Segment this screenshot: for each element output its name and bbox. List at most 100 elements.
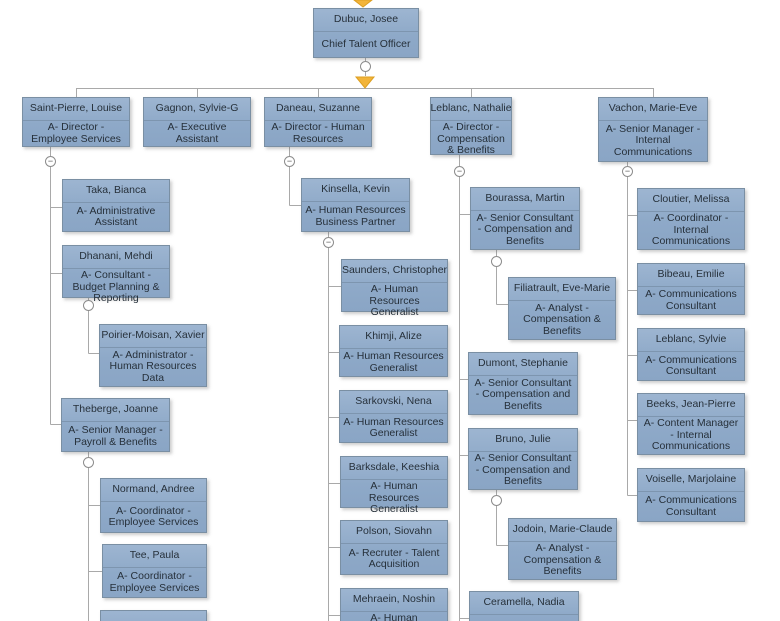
employee-name: Polson, Siovahn (341, 521, 447, 544)
employee-name: Poirier-Moisan, Xavier (100, 325, 206, 348)
org-node-partial-bottom-left[interactable] (100, 610, 207, 621)
employee-name: Mehraein, Noshin (341, 589, 447, 612)
employee-title: A- Coordinator - Internal Communications (651, 212, 731, 248)
org-node-daneau[interactable]: Daneau, Suzanne A- Director - Human Reso… (264, 97, 372, 147)
employee-title: A- Human Resources Generalist (368, 480, 420, 515)
employee-title: A- Recruter - Talent Acquisition (348, 546, 440, 570)
employee-title: A- Senior Manager - Internal Communicati… (605, 122, 701, 158)
employee-name: Gagnon, Sylvie-G (144, 98, 250, 121)
employee-title: A- Administrator - Human Resources Data (109, 348, 197, 384)
org-node-bourassa[interactable]: Bourassa, Martin A- Senior Consultant - … (470, 187, 580, 250)
org-node-saunders[interactable]: Saunders, Christopher A- Human Resources… (341, 259, 448, 318)
collapse-toggle-icon[interactable]: − (622, 166, 633, 177)
employee-name: Dumont, Stephanie (469, 353, 577, 376)
org-node-barksdale[interactable]: Barksdale, Keeshia A- Human Resources Ge… (340, 456, 448, 515)
employee-name: Khimji, Alize (340, 326, 447, 349)
org-node-sarkovski[interactable]: Sarkovski, Nena A- Human Resources Gener… (339, 390, 448, 443)
employee-name: Filiatrault, Eve-Marie (509, 278, 615, 301)
org-node-taka[interactable]: Taka, Bianca A- Administrative Assistant (62, 179, 170, 232)
employee-name: Dubuc, Josee (314, 9, 418, 32)
employee-name: Leblanc, Sylvie (638, 329, 744, 352)
employee-name: Bourassa, Martin (471, 188, 579, 211)
employee-title: A- Senior Consultant - Compensation and … (474, 376, 572, 412)
employee-name: Ceramella, Nadia (470, 592, 578, 615)
employee-title: A- Administrative Assistant (76, 204, 156, 228)
employee-name: Sarkovski, Nena (340, 391, 447, 414)
connector-dot-icon[interactable] (491, 256, 502, 267)
org-node-ceramella[interactable]: Ceramella, Nadia (469, 591, 579, 621)
employee-title: A- Human Resources (370, 612, 418, 621)
org-node-dhanani[interactable]: Dhanani, Mehdi A- Consultant - Budget Pl… (62, 245, 170, 304)
employee-title: A- Executive Assistant (167, 121, 227, 145)
employee-name: Daneau, Suzanne (265, 98, 371, 121)
arrow-down-icon (354, 76, 376, 89)
org-node-jodoin[interactable]: Jodoin, Marie-Claude A- Analyst - Compen… (508, 518, 617, 580)
org-node-leblanc-nathalie[interactable]: Leblanc, Nathalie A- Director - Compensa… (430, 97, 512, 156)
employee-title: A- Communications Consultant (645, 353, 737, 377)
org-node-saint-pierre[interactable]: Saint-Pierre, Louise A- Director - Emplo… (22, 97, 130, 147)
employee-name: Leblanc, Nathalie (431, 98, 511, 121)
org-node-kinsella[interactable]: Kinsella, Kevin A- Human Resources Busin… (301, 178, 410, 232)
employee-name: Saint-Pierre, Louise (23, 98, 129, 121)
employee-title: A- Coordinator - Employee Services (109, 570, 200, 594)
collapse-toggle-icon[interactable]: − (323, 237, 334, 248)
employee-name: Voiselle, Marjolaine (638, 469, 744, 492)
org-node-dubuc[interactable]: Dubuc, Josee Chief Talent Officer (313, 8, 419, 58)
employee-title: A- Director - Compensation & Benefits (437, 121, 505, 156)
employee-name: Tee, Paula (103, 545, 206, 568)
employee-title (470, 615, 578, 621)
org-node-vachon[interactable]: Vachon, Marie-Eve A- Senior Manager - In… (598, 97, 708, 162)
employee-title: A- Content Manager - Internal Communicat… (643, 417, 739, 453)
connector-dot-icon[interactable] (83, 300, 94, 311)
employee-title: A- Human Resources Generalist (369, 283, 420, 318)
employee-name: Barksdale, Keeshia (341, 457, 447, 480)
employee-title: A- Consultant - Budget Planning & Report… (72, 269, 160, 304)
org-node-theberge[interactable]: Theberge, Joanne A- Senior Manager - Pay… (61, 398, 170, 452)
employee-title: Chief Talent Officer (321, 37, 411, 50)
employee-name: Bruno, Julie (469, 429, 577, 452)
minus-glyph: − (624, 166, 631, 176)
employee-name: Dhanani, Mehdi (63, 246, 169, 269)
org-node-poirier-moisan[interactable]: Poirier-Moisan, Xavier A- Administrator … (99, 324, 207, 387)
minus-glyph: − (47, 156, 54, 166)
employee-title: A- Director - Human Resources (271, 121, 365, 145)
org-node-dumont[interactable]: Dumont, Stephanie A- Senior Consultant -… (468, 352, 578, 415)
connector-dot-icon[interactable] (83, 457, 94, 468)
connector-dot-icon[interactable] (491, 495, 502, 506)
employee-title: A- Senior Consultant - Compensation and … (474, 452, 572, 488)
org-node-beeks[interactable]: Beeks, Jean-Pierre A- Content Manager - … (637, 393, 745, 455)
collapse-toggle-icon[interactable]: − (45, 156, 56, 167)
org-node-voiselle[interactable]: Voiselle, Marjolaine A- Communications C… (637, 468, 745, 522)
org-node-leblanc-sylvie[interactable]: Leblanc, Sylvie A- Communications Consul… (637, 328, 745, 381)
org-node-bibeau[interactable]: Bibeau, Emilie A- Communications Consult… (637, 263, 745, 315)
org-node-polson[interactable]: Polson, Siovahn A- Recruter - Talent Acq… (340, 520, 448, 575)
org-node-bruno[interactable]: Bruno, Julie A- Senior Consultant - Comp… (468, 428, 578, 490)
employee-name: Taka, Bianca (63, 180, 169, 203)
employee-name (101, 611, 206, 621)
employee-name: Vachon, Marie-Eve (599, 98, 707, 121)
org-node-tee[interactable]: Tee, Paula A- Coordinator - Employee Ser… (102, 544, 207, 598)
employee-title: A- Analyst - Compensation & Benefits (523, 301, 601, 337)
connector-dot-icon[interactable] (360, 61, 371, 72)
collapse-toggle-icon[interactable]: − (454, 166, 465, 177)
org-node-khimji[interactable]: Khimji, Alize A- Human Resources General… (339, 325, 448, 377)
org-node-normand[interactable]: Normand, Andree A- Coordinator - Employe… (100, 478, 207, 533)
org-node-filiatrault[interactable]: Filiatrault, Eve-Marie A- Analyst - Comp… (508, 277, 616, 340)
employee-name: Jodoin, Marie-Claude (509, 519, 616, 542)
org-node-cloutier[interactable]: Cloutier, Melissa A- Coordinator - Inter… (637, 188, 745, 250)
arrow-down-icon (353, 0, 373, 8)
employee-name: Saunders, Christopher (342, 260, 447, 283)
employee-name: Normand, Andree (101, 479, 206, 502)
minus-glyph: − (286, 156, 293, 166)
employee-title: A- Communications Consultant (645, 288, 737, 312)
employee-name: Bibeau, Emilie (638, 264, 744, 287)
collapse-toggle-icon[interactable]: − (284, 156, 295, 167)
employee-title: A- Human Resources Generalist (343, 350, 444, 374)
employee-title: A- Human Resources Business Partner (305, 204, 406, 228)
employee-title: A- Senior Consultant - Compensation and … (476, 211, 574, 247)
employee-name: Beeks, Jean-Pierre (638, 394, 744, 417)
org-node-gagnon[interactable]: Gagnon, Sylvie-G A- Executive Assistant (143, 97, 251, 147)
org-node-mehraein[interactable]: Mehraein, Noshin A- Human Resources (340, 588, 448, 621)
